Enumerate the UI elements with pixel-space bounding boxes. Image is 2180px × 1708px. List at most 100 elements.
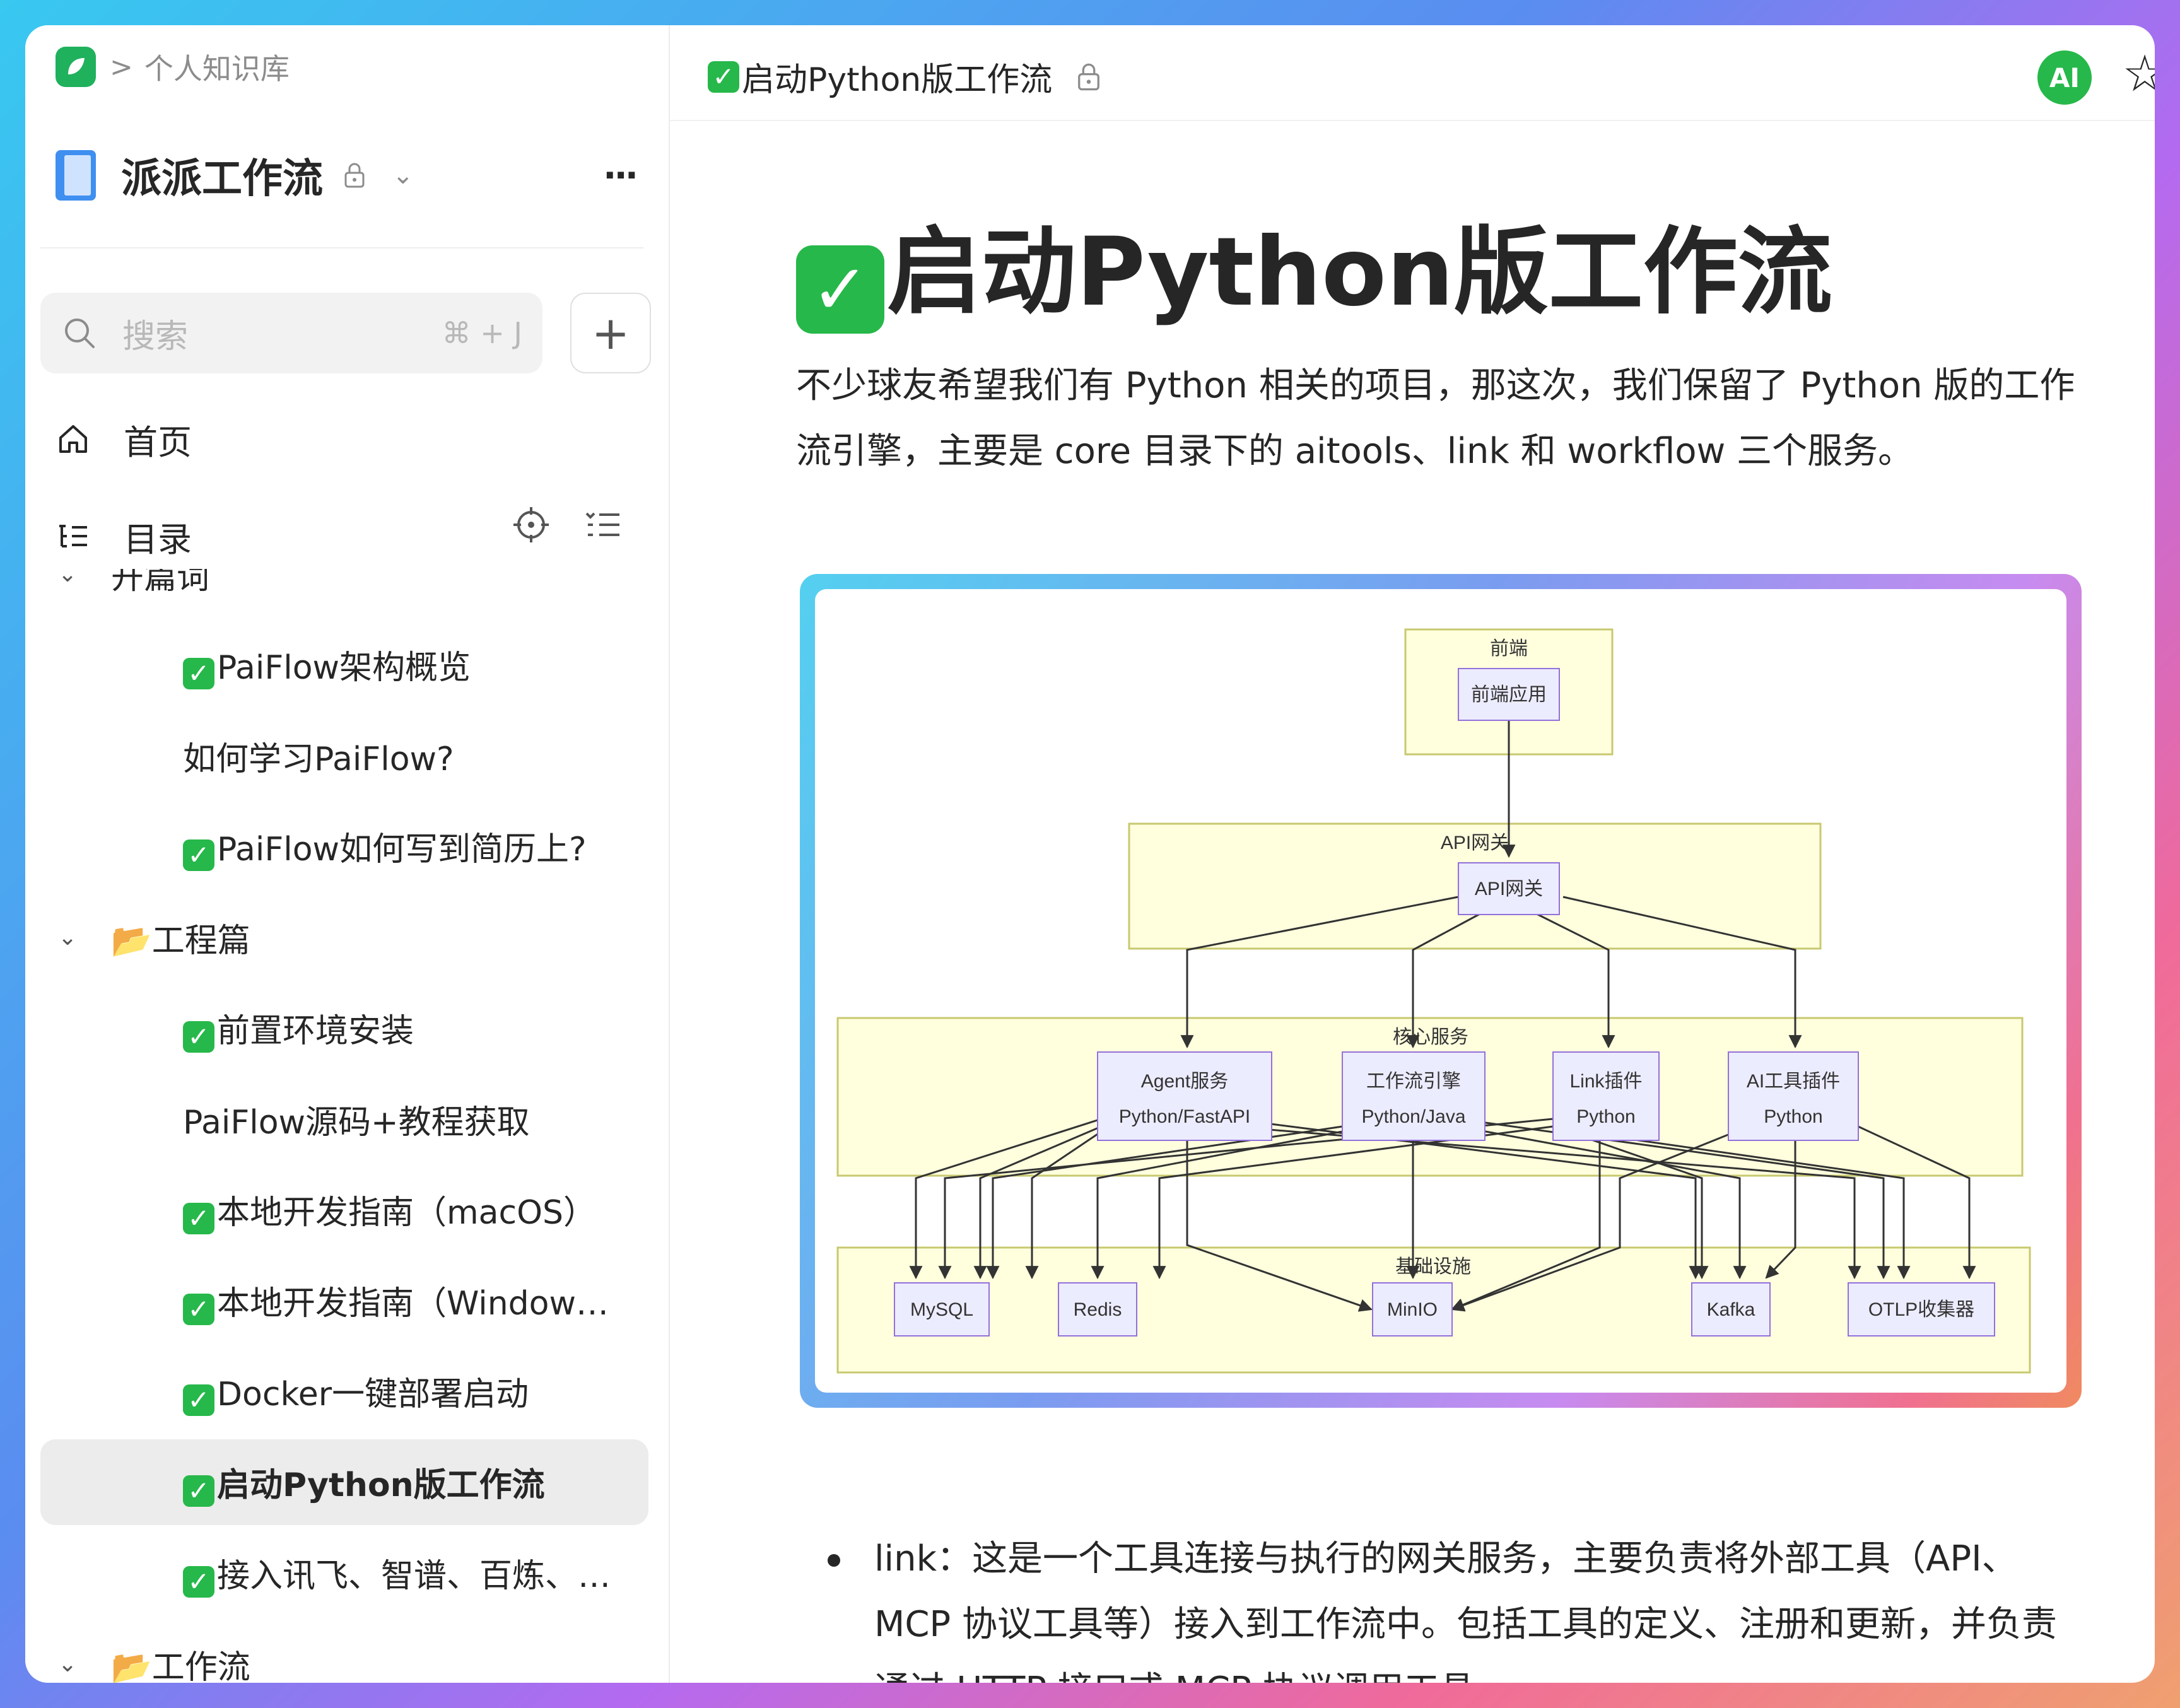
node-link-tech: Python	[1576, 1106, 1635, 1127]
group-core-label: 核心服务	[1393, 1027, 1468, 1048]
node-workflow-label: 工作流引擎	[1366, 1071, 1461, 1092]
check-mark-icon: ✓	[183, 1202, 214, 1234]
app-logo-icon[interactable]	[56, 47, 96, 87]
nav-toc[interactable]: 目录	[56, 505, 192, 568]
tree-item-label: 📂工程篇	[111, 914, 616, 961]
tree-item-text: 启动Python版工作流	[217, 1466, 545, 1504]
knowledge-base-header: 派派工作流 ⌄ ···	[56, 145, 648, 206]
bullet-text: link：这是一个工具连接与执行的网关服务，主要负责将外部工具（API、MCP …	[874, 1538, 2057, 1683]
collapse-list-icon[interactable]	[583, 505, 623, 545]
search-placeholder: 搜索	[122, 317, 189, 356]
tree-item-text: Docker一键部署启动	[217, 1375, 529, 1413]
tree-item[interactable]: 如何学习PaiFlow?	[25, 713, 669, 798]
tree-item-label: ✓本地开发指南（macOS）	[183, 1186, 650, 1234]
tree-item[interactable]: ✓前置环境安装	[25, 985, 669, 1071]
doc-topbar: ✓ 启动Python版工作流 AI ☆	[670, 25, 2155, 121]
chevron-right-icon: >	[110, 50, 133, 83]
tree-item-text: PaiFlow架构概览	[217, 648, 471, 687]
tree-item[interactable]: ✓PaiFlow如何写到简历上?	[25, 804, 669, 889]
tree-group[interactable]: ⌄ 📂工作流	[25, 1621, 669, 1683]
group-gateway-label: API网关	[1441, 833, 1509, 853]
tree-item-text: 本地开发指南（Window…	[217, 1284, 609, 1323]
node-redis-label: Redis	[1074, 1299, 1122, 1320]
chevron-down-icon[interactable]: ⌄	[58, 1651, 78, 1677]
search-input[interactable]: 搜索 ⌘ + J	[40, 293, 542, 373]
check-mark-icon: ✓	[183, 657, 214, 689]
sidebar-divider	[40, 247, 643, 249]
check-mark-icon: ✓	[183, 1384, 214, 1416]
tree-item-label: ✓PaiFlow架构概览	[183, 641, 650, 689]
node-mysql-label: MySQL	[910, 1299, 973, 1320]
group-infra-label: 基础设施	[1395, 1256, 1471, 1277]
node-workflow-engine: 工作流引擎 Python/Java	[1342, 1051, 1486, 1141]
node-aitools-plugin: AI工具插件 Python	[1728, 1051, 1859, 1141]
tree-item-text: PaiFlow源码+教程获取	[183, 1103, 530, 1142]
doc-bullet-list: link：这是一个工具连接与执行的网关服务，主要负责将外部工具（API、MCP …	[828, 1526, 2064, 1683]
node-kafka-label: Kafka	[1707, 1299, 1755, 1320]
add-button[interactable]: +	[570, 293, 651, 373]
doc-breadcrumb-title: 启动Python版工作流	[742, 61, 1053, 99]
tree-item-label: ✓接入讯飞、智谱、百炼、…	[183, 1549, 650, 1598]
tree-item-text: 接入讯飞、智谱、百炼、…	[217, 1557, 611, 1595]
tree-item-label: ✓启动Python版工作流	[183, 1458, 650, 1507]
breadcrumb-kb-link[interactable]: 个人知识库	[144, 52, 290, 86]
node-agent-tech: Python/FastAPI	[1119, 1106, 1250, 1127]
node-otlp-collector: OTLP收集器	[1848, 1282, 1995, 1337]
star-icon[interactable]: ☆	[2122, 44, 2155, 103]
app-window: > 个人知识库 派派工作流 ⌄ ··· 搜索 ⌘ + J + 首页 目录	[25, 25, 2155, 1683]
ai-assistant-button[interactable]: AI	[2037, 50, 2092, 105]
search-icon	[65, 319, 95, 348]
more-options-icon[interactable]: ···	[603, 155, 638, 196]
tree-item-label: ✓Docker一键部署启动	[183, 1367, 650, 1416]
tree-item[interactable]: ✓启动Python版工作流	[40, 1439, 648, 1525]
tree-item[interactable]: ✓本地开发指南（macOS）	[25, 1167, 669, 1253]
group-frontend-label: 前端	[1490, 638, 1528, 659]
node-mysql: MySQL	[894, 1282, 990, 1337]
tree-group[interactable]: ⌄ 📂工程篇	[25, 894, 669, 980]
check-mark-icon: ✓	[708, 61, 739, 93]
locate-icon[interactable]	[511, 505, 551, 545]
tree-item-label: 如何学习PaiFlow?	[183, 732, 650, 780]
check-mark-icon: ✓	[183, 1475, 214, 1507]
check-mark-icon: ✓	[183, 1293, 214, 1325]
tree-item[interactable]: ✓Docker一键部署启动	[25, 1348, 669, 1434]
tree-group[interactable]: ⌄ 开篇词	[25, 569, 669, 617]
node-frontend-app-label: 前端应用	[1471, 684, 1547, 705]
lock-icon	[1078, 63, 1100, 90]
toc-tools	[511, 505, 623, 545]
tree-item[interactable]: ✓接入讯飞、智谱、百炼、…	[25, 1530, 669, 1616]
architecture-diagram-svg: 前端 API网关 核心服务 基础设施	[836, 628, 2031, 1374]
tree-item[interactable]: PaiFlow源码+教程获取	[25, 1076, 669, 1162]
node-minio-label: MinIO	[1387, 1299, 1438, 1320]
doc-intro-paragraph: 不少球友希望我们有 Python 相关的项目，那这次，我们保留了 Python …	[796, 365, 2075, 472]
tree-item[interactable]: ✓PaiFlow架构概览	[25, 622, 669, 708]
node-minio: MinIO	[1372, 1282, 1453, 1337]
doc-tree: ⌄开篇词✓PaiFlow架构概览如何学习PaiFlow?✓PaiFlow如何写到…	[25, 569, 669, 1683]
doc-title: ✓启动Python版工作流	[796, 196, 1832, 334]
knowledge-base-title[interactable]: 派派工作流	[121, 156, 323, 202]
book-icon	[56, 150, 96, 201]
tree-item-label: ✓PaiFlow如何写到简历上?	[183, 822, 650, 871]
tree-item-text: PaiFlow如何写到简历上?	[217, 830, 587, 869]
check-mark-icon: ✓	[796, 245, 884, 334]
nav-home[interactable]: 首页	[56, 407, 192, 471]
nav-home-label: 首页	[124, 422, 192, 462]
chevron-down-icon[interactable]: ⌄	[58, 924, 78, 951]
node-agent-service: Agent服务 Python/FastAPI	[1097, 1051, 1272, 1141]
node-otlp-label: OTLP收集器	[1868, 1299, 1974, 1320]
lock-icon	[344, 163, 365, 188]
node-api-gateway: API网关	[1458, 862, 1560, 915]
node-link-plugin: Link插件 Python	[1552, 1051, 1660, 1141]
check-mark-icon: ✓	[183, 839, 214, 871]
chevron-down-icon[interactable]: ⌄	[392, 161, 414, 190]
doc-title-text: 启动Python版工作流	[887, 218, 1832, 327]
tree-item-label: 📂工作流	[111, 1641, 616, 1683]
doc-breadcrumb[interactable]: ✓ 启动Python版工作流	[708, 53, 1103, 100]
sidebar: > 个人知识库 派派工作流 ⌄ ··· 搜索 ⌘ + J + 首页 目录	[25, 25, 670, 1683]
node-link-label: Link插件	[1569, 1071, 1642, 1092]
tree-item[interactable]: ✓本地开发指南（Window…	[25, 1258, 669, 1343]
chevron-down-icon[interactable]: ⌄	[58, 569, 78, 587]
tree-item-label: 开篇词	[111, 569, 616, 598]
diagram-edges	[909, 719, 1976, 1312]
tree-item-label: ✓本地开发指南（Window…	[183, 1277, 650, 1325]
